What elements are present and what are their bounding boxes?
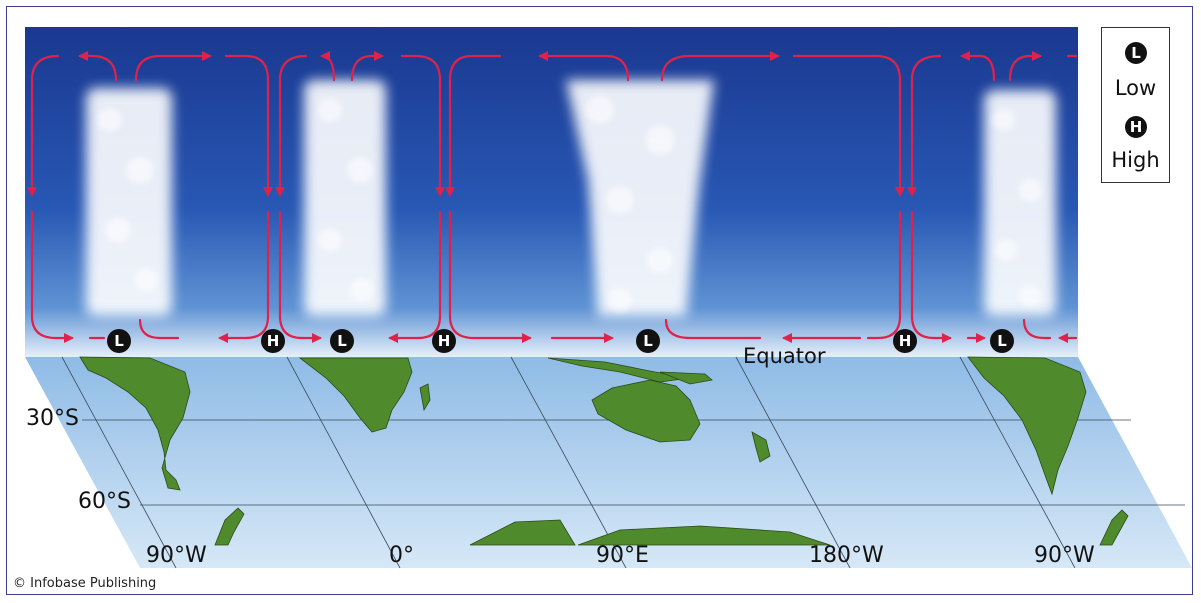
arrow-surface-5a	[866, 210, 902, 340]
arrow-surface-2a	[218, 210, 270, 343]
new-zealand	[751, 431, 771, 463]
legend-low-label: Low	[1114, 76, 1157, 100]
cloud-columns	[86, 80, 1056, 316]
longitude-label: 0°	[389, 543, 414, 568]
new-guinea	[659, 371, 713, 385]
south-america-west	[79, 356, 191, 491]
arrow-surface-5b	[910, 210, 952, 343]
latitude-label-30s: 30°S	[26, 406, 79, 431]
south-america-east	[967, 356, 1087, 496]
longitude-label: 90°W	[146, 543, 207, 568]
arrow-up-1	[78, 51, 118, 82]
antarctica-1	[469, 519, 576, 546]
arrow-up-2b	[350, 51, 384, 82]
antarctica-2	[577, 525, 831, 546]
arrow-surface-2b	[278, 210, 322, 343]
arrow-up-1b	[134, 51, 212, 82]
madagascar	[419, 383, 431, 412]
pressure-low-marker: L	[636, 329, 660, 353]
antarctic-peninsula-2	[1099, 509, 1129, 546]
arrow-down-h2a	[400, 54, 445, 197]
arrow-down-h1a	[224, 54, 273, 197]
legend-high-label: High	[1111, 148, 1160, 172]
arrow-down-h2b	[445, 54, 502, 197]
pressure-low-marker: L	[330, 329, 354, 353]
low-pressure-icon: L	[1125, 42, 1147, 64]
arrow-up-4b	[1008, 51, 1042, 82]
arrow-up-2a	[320, 51, 336, 82]
arrow-surface-3b	[448, 210, 532, 343]
longitude-grid	[61, 356, 1076, 569]
longitude-label: 180°W	[809, 543, 884, 568]
cloud-column-2	[304, 80, 386, 316]
antarctic-peninsula-1	[214, 507, 245, 546]
pressure-high-marker: H	[893, 329, 917, 353]
arrow-surface-1a	[30, 210, 74, 343]
pressure-low-marker: L	[107, 329, 131, 353]
circulation-arrows	[27, 51, 1078, 343]
arrow-up-3a	[538, 51, 630, 82]
arrow-down-h3a	[792, 54, 905, 197]
figure-frame	[6, 6, 1193, 595]
ocean-map	[25, 357, 1192, 568]
arrow-surface-6a	[1022, 318, 1052, 340]
arrow-down-west-edge	[27, 54, 60, 197]
australia	[591, 379, 701, 443]
equator-label: Equator	[743, 344, 826, 368]
pressure-high-marker: H	[261, 329, 285, 353]
arrow-down-h1b	[275, 54, 308, 197]
cloud-column-1	[86, 88, 172, 316]
high-pressure-icon: H	[1125, 116, 1147, 138]
arrow-surface-1c	[138, 318, 180, 340]
arrow-down-h3b	[907, 54, 942, 197]
arrow-up-4a	[960, 51, 996, 82]
pressure-low-marker: L	[990, 329, 1014, 353]
africa	[298, 357, 413, 433]
publisher-credit: © Infobase Publishing	[13, 576, 157, 591]
arrow-up-3b	[660, 51, 780, 82]
longitude-label: 90°E	[596, 543, 649, 568]
longitude-label: 90°W	[1034, 543, 1095, 568]
indonesia	[547, 357, 691, 383]
legend: L Low H High	[1101, 27, 1170, 183]
latitude-grid	[82, 419, 1185, 506]
continents	[79, 356, 1129, 546]
cloud-column-3	[566, 80, 714, 316]
latitude-label-60s: 60°S	[78, 489, 131, 514]
arrow-surface-4a	[664, 318, 762, 340]
pressure-high-marker: H	[432, 329, 456, 353]
cloud-texture	[98, 96, 1042, 312]
